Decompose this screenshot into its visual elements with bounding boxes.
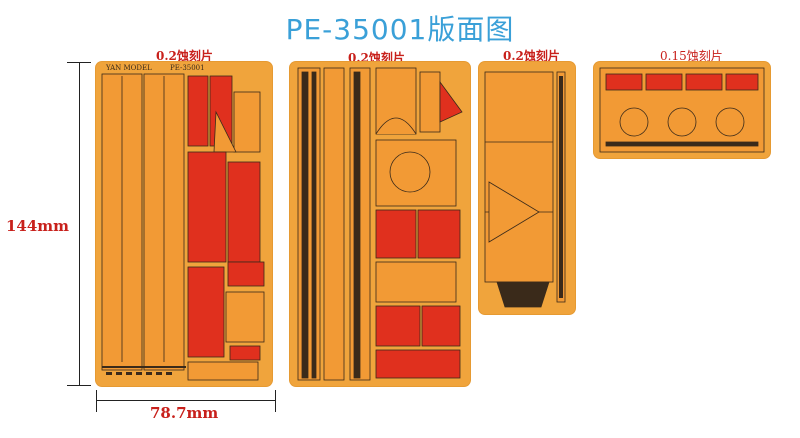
etch-sheet-3: [479, 62, 575, 314]
width-dimension-label: 78.7mm: [150, 404, 219, 422]
etch-sheet-4: [594, 62, 770, 158]
sheet-4-label: 0.15蚀刻片: [660, 49, 723, 63]
sheet-1-parts: [101, 73, 265, 381]
sheet-2-label: 0.2蚀刻片: [348, 51, 405, 65]
etch-sheet-1: YAN MODEL PE-35001: [96, 62, 272, 386]
sheet-1-code: PE-35001: [170, 64, 205, 72]
sheet-3-parts: [484, 71, 566, 308]
height-dimension-label: 144mm: [6, 217, 70, 235]
sheet-2-parts: [297, 67, 463, 381]
sheet-1-label: 0.2蚀刻片: [156, 49, 213, 63]
etch-sheet-2: [290, 62, 470, 386]
sheet-3-label: 0.2蚀刻片: [503, 49, 560, 63]
sheet-1-brand: YAN MODEL: [106, 64, 152, 72]
page-title: PE-35001版面图: [285, 13, 515, 46]
sheet-4-parts: [599, 67, 765, 153]
